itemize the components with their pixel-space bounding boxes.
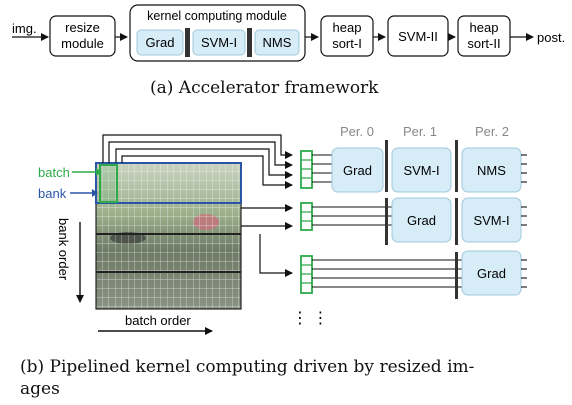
pe1-row1-label: Grad [407, 213, 436, 228]
pe1-row0-box [391, 147, 452, 193]
bank-label: bank [38, 186, 67, 201]
heap1-label-line1: heap [333, 20, 362, 35]
heap-sort-2-box [457, 15, 511, 57]
pe-header-2: Per. 2 [475, 124, 509, 139]
pe-output-stubs [521, 154, 527, 288]
buffer-1 [300, 202, 313, 231]
routing-lines [102, 134, 293, 277]
resize-module-box [49, 15, 116, 57]
pe2-row0-label: NMS [477, 163, 506, 178]
bank-pointer-head [92, 189, 98, 197]
pe2-row0-box [461, 147, 522, 193]
kernel-svm1-box [192, 29, 246, 56]
bank-highlight [95, 162, 242, 204]
batch-order-label: batch order [125, 313, 191, 328]
buffer-output-lines [312, 154, 462, 288]
accelerator-framework: img. resize module kernel computing modu… [12, 4, 565, 62]
pe2-row2-box [461, 250, 522, 296]
resize-label-line1: resize [65, 20, 100, 35]
pe-header-1: Per. 1 [403, 124, 437, 139]
image-grid [96, 163, 241, 309]
svm2-label: SVM-II [398, 29, 438, 44]
input-buffers [300, 150, 313, 294]
batch-label: batch [38, 165, 70, 180]
pe0-row0-label: Grad [343, 163, 372, 178]
pe2-row2-label: Grad [477, 266, 506, 281]
resize-label-line2: module [61, 36, 104, 51]
kernel-nms-box [254, 29, 300, 56]
heap2-label-line1: heap [470, 20, 499, 35]
ellipsis: ⋮ ⋮ [292, 310, 328, 327]
batch-pointer-head [96, 168, 102, 176]
pe2-row1-box [461, 197, 522, 243]
caption-b-line1: (b) Pipelined kernel computing driven by… [20, 357, 475, 377]
pe-header-0: Per. 0 [340, 124, 374, 139]
heap-sort-1-box [320, 15, 374, 57]
pipeline-diagram: batch bank bank order batch order [38, 124, 527, 335]
output-label: post. [537, 30, 565, 45]
kernel-grad-box [136, 29, 184, 56]
kernel-grad-label: Grad [146, 35, 175, 50]
heap2-label-line2: sort-II [467, 36, 500, 51]
kernel-nms-label: NMS [263, 35, 292, 50]
pe1-row0-label: SVM-I [403, 163, 439, 178]
batch-highlight [99, 164, 118, 203]
bank-order-label: bank order [56, 218, 71, 281]
kernel-module-title: kernel computing module [147, 9, 287, 23]
kernel-svm1-label: SVM-I [201, 35, 237, 50]
heap1-label-line2: sort-I [332, 36, 362, 51]
kernel-divider-1 [185, 28, 190, 57]
caption-a: (a) Accelerator framework [150, 78, 379, 98]
kernel-divider-2 [247, 28, 252, 57]
pe2-row1-label: SVM-I [473, 213, 509, 228]
buffer-1-cells [301, 211, 312, 222]
pe1-row1-box [391, 197, 452, 243]
buffer-0-cells [301, 159, 312, 179]
caption-b-line2: ages [20, 379, 60, 399]
pe0-row0-box [331, 147, 384, 193]
buffer-2-cells [301, 264, 312, 284]
input-label: img. [12, 21, 37, 36]
pe-dividers [385, 140, 458, 299]
